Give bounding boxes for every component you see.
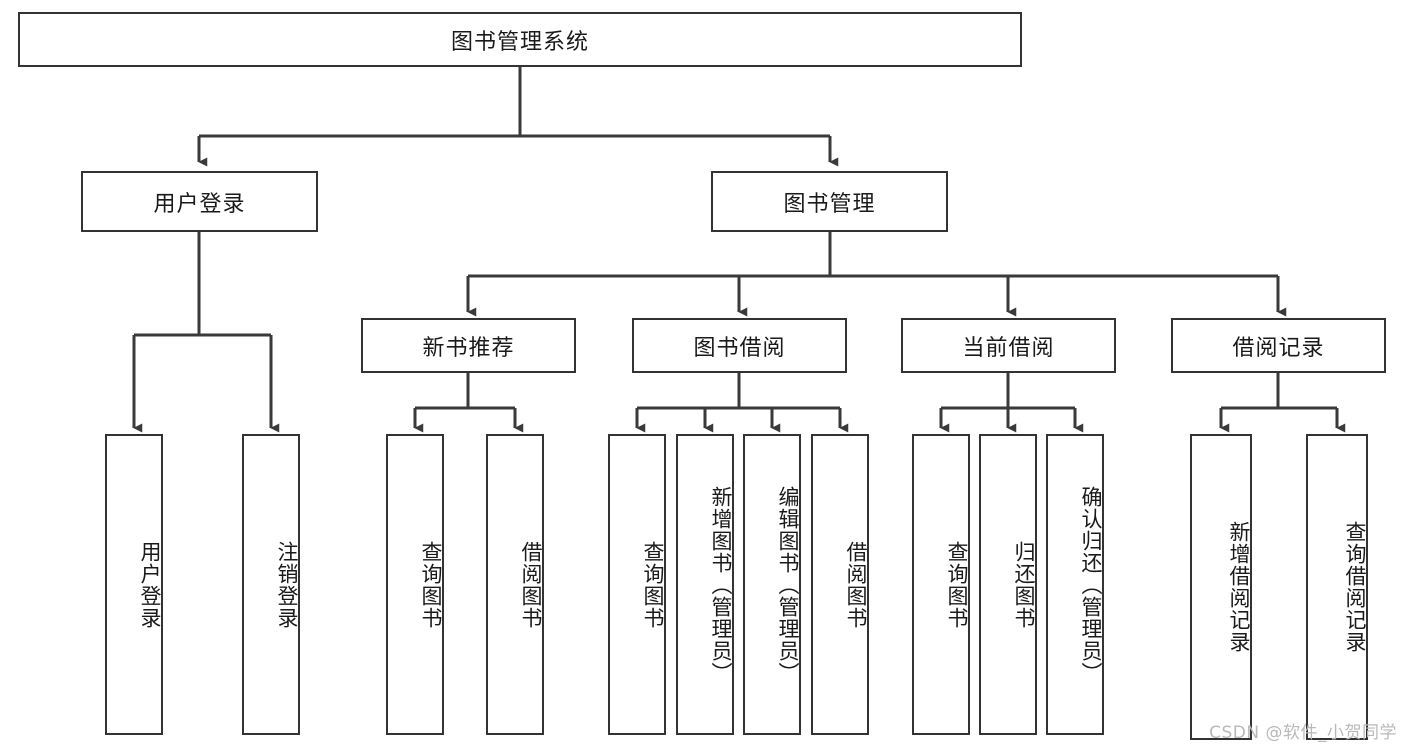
node-current-borrow-label: 当前借阅 bbox=[962, 335, 1055, 361]
leaf-query-book-current[interactable]: 查询图书 bbox=[912, 434, 970, 735]
node-borrow-records[interactable]: 借阅记录 bbox=[1171, 318, 1386, 373]
leaf-query-borrow-record[interactable]: 查询借阅记录 bbox=[1306, 434, 1368, 740]
leaf-query-book-current-label: 查询图书 bbox=[945, 540, 969, 629]
leaf-edit-book-admin-label: 编辑图书（管理员） bbox=[776, 485, 800, 684]
node-book-borrow[interactable]: 图书借阅 bbox=[632, 318, 847, 373]
node-book-management[interactable]: 图书管理 bbox=[711, 171, 948, 232]
node-book-borrow-label: 图书借阅 bbox=[693, 335, 786, 361]
node-borrow-records-label: 借阅记录 bbox=[1232, 335, 1325, 361]
csdn-watermark: CSDN @软件_小贺同学 bbox=[1209, 723, 1397, 743]
leaf-query-book-new[interactable]: 查询图书 bbox=[386, 434, 444, 735]
leaf-confirm-return-admin-label: 确认归还（管理员） bbox=[1079, 485, 1103, 684]
node-current-borrow[interactable]: 当前借阅 bbox=[901, 318, 1116, 373]
leaf-query-borrow-record-label: 查询借阅记录 bbox=[1343, 521, 1367, 653]
node-root[interactable]: 图书管理系统 bbox=[18, 12, 1022, 67]
leaf-borrow-book-label: 借阅图书 bbox=[844, 540, 868, 629]
leaf-user-login-label: 用户登录 bbox=[138, 540, 162, 629]
leaf-add-borrow-record-label: 新增借阅记录 bbox=[1227, 521, 1251, 653]
leaf-add-borrow-record[interactable]: 新增借阅记录 bbox=[1190, 434, 1252, 740]
node-book-management-label: 图书管理 bbox=[783, 191, 876, 217]
leaf-logout[interactable]: 注销登录 bbox=[242, 434, 300, 735]
node-user-login[interactable]: 用户登录 bbox=[81, 171, 318, 232]
leaf-return-book[interactable]: 归还图书 bbox=[979, 434, 1037, 735]
node-root-label: 图书管理系统 bbox=[450, 29, 589, 55]
node-new-book-recommend-label: 新书推荐 bbox=[422, 335, 515, 361]
leaf-user-login[interactable]: 用户登录 bbox=[105, 434, 163, 735]
leaf-query-book-borrow[interactable]: 查询图书 bbox=[608, 434, 666, 735]
node-new-book-recommend[interactable]: 新书推荐 bbox=[361, 318, 576, 373]
leaf-borrow-book-new[interactable]: 借阅图书 bbox=[486, 434, 544, 735]
leaf-borrow-book[interactable]: 借阅图书 bbox=[811, 434, 869, 735]
node-user-login-label: 用户登录 bbox=[153, 191, 246, 217]
leaf-return-book-label: 归还图书 bbox=[1012, 540, 1036, 629]
leaf-query-book-borrow-label: 查询图书 bbox=[641, 540, 665, 629]
leaf-edit-book-admin[interactable]: 编辑图书（管理员） bbox=[743, 434, 801, 735]
leaf-add-book-admin-label: 新增图书（管理员） bbox=[709, 485, 733, 684]
leaf-borrow-book-new-label: 借阅图书 bbox=[519, 540, 543, 629]
leaf-logout-label: 注销登录 bbox=[275, 540, 299, 629]
leaf-confirm-return-admin[interactable]: 确认归还（管理员） bbox=[1046, 434, 1104, 735]
leaf-query-book-new-label: 查询图书 bbox=[419, 540, 443, 629]
leaf-add-book-admin[interactable]: 新增图书（管理员） bbox=[676, 434, 734, 735]
